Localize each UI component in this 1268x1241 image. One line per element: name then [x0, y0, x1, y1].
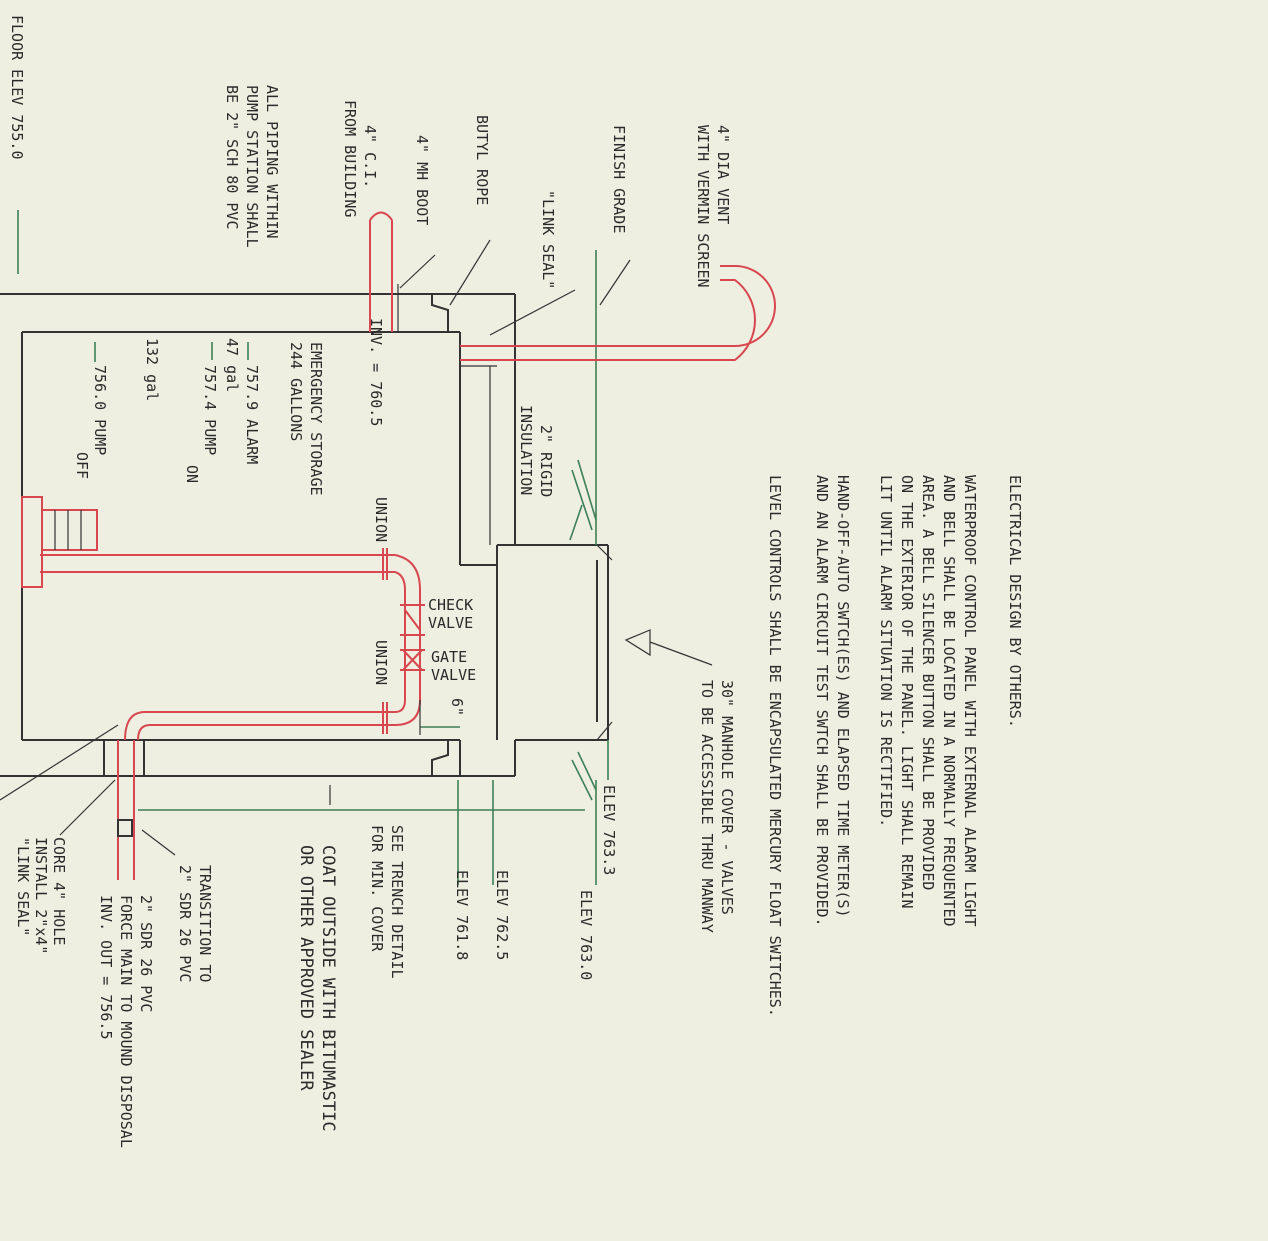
level-lines — [17, 210, 609, 885]
core-label-1: CORE 4" HOLE — [50, 837, 68, 945]
panel-note-4: ON THE EXTERIOR OF THE PANEL. LIGHT SHAL… — [898, 475, 916, 908]
hoa-note-2: AND AN ALARM CIRCUIT TEST SWTCH SHALL BE… — [813, 475, 831, 927]
panel-note-1: WATERPROOF CONTROL PANEL WITH EXTERNAL A… — [961, 475, 979, 927]
finish-grade-label: FINISH GRADE — [610, 125, 628, 233]
core-label-2: INSTALL 2"x4" — [32, 837, 50, 954]
emergency-label-2: 244 GALLONS — [287, 342, 305, 441]
piping — [21, 211, 776, 880]
gate-valve-label-1: GATE — [431, 648, 467, 666]
check-valve-label-1: CHECK — [428, 596, 473, 614]
transition-label-2: 2" SDR 26 PVC — [176, 865, 194, 982]
pump-on-label-2: ON — [183, 465, 201, 483]
trench-note-2: FOR MIN. COVER — [368, 825, 386, 952]
gate-valve-label-2: VALVE — [431, 666, 476, 684]
transition-label-1: TRANSITION TO — [196, 865, 214, 982]
core-label-3: "LINK SEAL" — [14, 837, 32, 936]
ci-label-1: 4" C.I. — [361, 125, 379, 188]
manhole-note-2: TO BE ACCESSIBLE THRU MANWAY — [698, 680, 716, 933]
emergency-label-1: EMERGENCY STORAGE — [307, 342, 325, 496]
butyl-rope-label: BUTYL ROPE — [473, 115, 491, 205]
union-top-label: UNION — [372, 497, 390, 542]
pump-on-label-1: 757.4 PUMP — [201, 365, 219, 455]
vent-label-2: WITH VERMIN SCREEN — [694, 125, 712, 288]
leader-lines — [0, 239, 631, 856]
manhole-note-1: 30" MANHOLE COVER - VALVES — [718, 680, 736, 915]
rigid-insulation-label-2: INSULATION — [517, 405, 535, 495]
forcemain-label-3: INV. OUT = 756.5 — [97, 895, 115, 1040]
check-valve-label-2: VALVE — [428, 614, 473, 632]
coat-note-1: COAT OUTSIDE WITH BITUMASTIC — [318, 845, 338, 1132]
elev-7633-label: ELEV 763.3 — [600, 785, 618, 875]
rigid-insulation-label-1: 2" RIGID — [537, 425, 555, 497]
elev-7625-label: ELEV 762.5 — [493, 870, 511, 960]
union-bottom-label: UNION — [372, 640, 390, 685]
pump-off-label-2: OFF — [73, 452, 91, 479]
gal132-label: 132 gal — [143, 338, 161, 401]
floor-elev-label: FLOOR ELEV 755.0 — [8, 15, 26, 160]
annotations: ELECTRICAL DESIGN BY OTHERS. WATERPROOF … — [8, 15, 1024, 1148]
trench-note-1: SEE TRENCH DETAIL — [388, 825, 406, 979]
elev-7630-label: ELEV 763.0 — [577, 890, 595, 980]
vent-label-1: 4" DIA VENT — [714, 125, 732, 224]
manhole-leader — [624, 629, 713, 666]
wet-well-structure — [0, 284, 613, 777]
gal47-label: 47 gal — [223, 338, 241, 392]
panel-note-3: AREA. A BELL SILENCER BUTTON SHALL BE PR… — [919, 475, 937, 890]
panel-note-5: LIT UNTIL ALARM SITUATION IS RECTIFIED. — [877, 475, 895, 827]
panel-note-2: AND BELL SHALL BE LOCATED IN A NORMALLY … — [940, 475, 958, 927]
transition-coupling — [117, 819, 133, 837]
level-controls-note: LEVEL CONTROLS SHALL BE ENCAPSULATED MER… — [766, 475, 784, 1017]
mh-boot-label: 4" MH BOOT — [413, 135, 431, 225]
piping-note-2: PUMP STATION SHALL — [243, 85, 261, 248]
elev-7618-label: ELEV 761.8 — [453, 870, 471, 960]
link-seal-label: "LINK SEAL" — [539, 190, 557, 289]
forcemain-label-1: 2" SDR 26 PVC — [137, 895, 155, 1012]
hoa-note-1: HAND-OFF-AUTO SWTCH(ES) AND ELAPSED TIME… — [834, 475, 852, 918]
piping-note-1: ALL PIPING WITHIN — [263, 85, 281, 239]
six-inch-label: 6" — [448, 698, 466, 716]
piping-note-3: BE 2" SCH 80 PVC — [223, 85, 241, 230]
ci-label-2: FROM BUILDING — [341, 100, 359, 217]
pump-off-label-1: 756.0 PUMP — [91, 365, 109, 455]
coat-note-2: OR OTHER APPROVED SEALER — [296, 845, 316, 1091]
electrical-title: ELECTRICAL DESIGN BY OTHERS. — [1006, 475, 1024, 728]
forcemain-label-2: FORCE MAIN TO MOUND DISPOSAL — [117, 895, 135, 1148]
inv-label: INV. = 760.5 — [367, 318, 385, 426]
alarm-label: 757.9 ALARM — [243, 365, 261, 464]
